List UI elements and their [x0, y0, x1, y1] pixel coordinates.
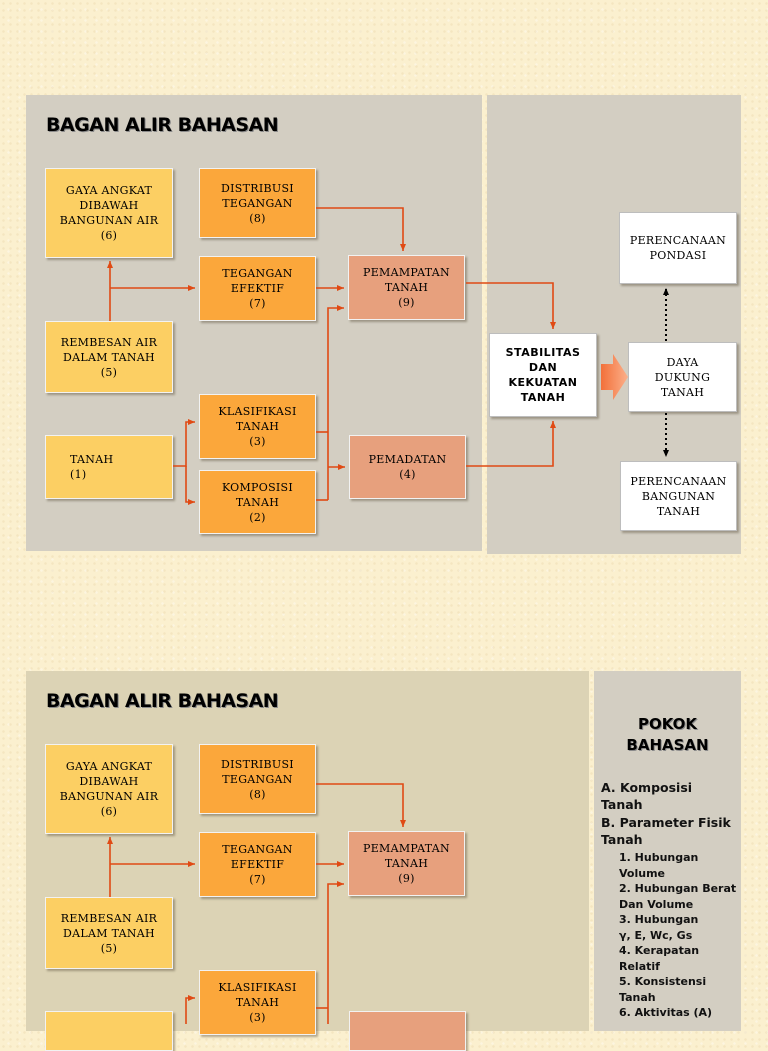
box-stabilitas: STABILITAS DAN KEKUATAN TANAH [489, 333, 597, 417]
box-pemadatan: PEMADATAN (4) [349, 435, 466, 499]
slide2-title: BAGAN ALIR BAHASAN [46, 690, 279, 712]
pokok-sub-1: 1. Hubungan Volume [619, 851, 699, 880]
box2-tanah-partial [45, 1011, 173, 1051]
box-daya-dukung: DAYA DUKUNG TANAH [628, 342, 737, 412]
box-tegangan-efektif: TEGANGAN EFEKTIF (7) [199, 256, 316, 321]
box-perencanaan-bangunan: PERENCANAAN BANGUNAN TANAH [620, 461, 737, 531]
box-rembesan-air: REMBESAN AIR DALAM TANAH (5) [45, 321, 173, 393]
box-gaya-angkat: GAYA ANGKAT DIBAWAH BANGUNAN AIR (6) [45, 168, 173, 258]
box2-pemampatan-tanah: PEMAMPATAN TANAH (9) [348, 831, 465, 896]
box-tanah: TANAH (1) [45, 435, 173, 499]
box-pemampatan-tanah: PEMAMPATAN TANAH (9) [348, 255, 465, 320]
box2-tegangan-efektif: TEGANGAN EFEKTIF (7) [199, 832, 316, 897]
box-distribusi-tegangan: DISTRIBUSI TEGANGAN (8) [199, 168, 316, 238]
pokok-sub-5: 5. Konsistensi Tanah [619, 975, 707, 1004]
box2-klasifikasi-tanah: KLASIFIKASI TANAH (3) [199, 970, 316, 1035]
pokok-item-b: B. Parameter Fisik Tanah [601, 815, 731, 847]
pokok-item-a: A. Komposisi Tanah [601, 780, 693, 812]
pokok-sub-4: 4. Kerapatan Relatif [619, 944, 700, 973]
box2-pemadatan-partial [349, 1011, 466, 1051]
pokok-sub-6: 6. Aktivitas (A) [619, 1006, 713, 1019]
box-klasifikasi-tanah: KLASIFIKASI TANAH (3) [199, 394, 316, 459]
box-perencanaan-pondasi: PERENCANAAN PONDASI [619, 212, 737, 284]
box2-rembesan-air: REMBESAN AIR DALAM TANAH (5) [45, 897, 173, 969]
pokok-bahasan-heading: POKOK BAHASAN [626, 715, 709, 754]
pokok-sub-3: 3. Hubungan γ, E, Wc, Gs [619, 913, 699, 942]
slide2-pokok-panel [594, 671, 741, 1031]
box-komposisi-tanah: KOMPOSISI TANAH (2) [199, 470, 316, 534]
box2-gaya-angkat: GAYA ANGKAT DIBAWAH BANGUNAN AIR (6) [45, 744, 173, 834]
box2-distribusi-tegangan: DISTRIBUSI TEGANGAN (8) [199, 744, 316, 814]
pokok-sub-2: 2. Hubungan Berat Dan Volume [619, 882, 737, 911]
pokok-bahasan-list: A. Komposisi Tanah B. Parameter Fisik Ta… [601, 779, 743, 1021]
slide1-title: BAGAN ALIR BAHASAN [46, 114, 279, 136]
